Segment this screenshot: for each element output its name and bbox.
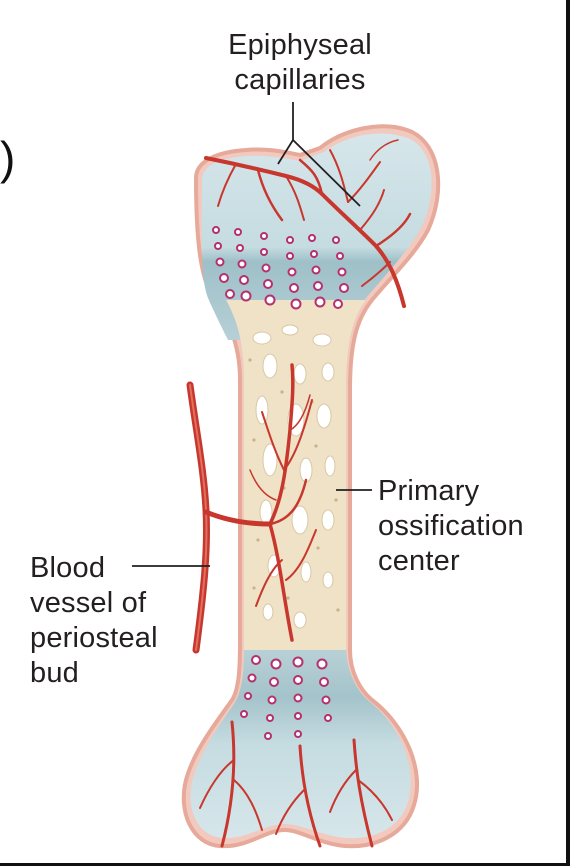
proximal-epiphysis xyxy=(201,133,432,340)
label-blood-line-3: periosteal xyxy=(30,622,158,654)
cartilage-cells-top xyxy=(212,226,349,310)
label-primary-line-3: center xyxy=(378,545,460,577)
frame-border-right xyxy=(566,0,570,866)
leader-lines xyxy=(132,102,372,567)
bone-cavities xyxy=(252,324,336,629)
label-epiphyseal-line-2: capillaries xyxy=(234,64,366,96)
bone-speckles xyxy=(248,358,340,612)
label-primary-ossification-center: Primary ossification center xyxy=(378,474,524,579)
frame-border-bottom xyxy=(0,863,570,866)
epiphyseal-capillaries-top xyxy=(204,139,412,308)
label-blood-line-4: bud xyxy=(30,657,79,689)
cropped-panel-letter-fragment: ) xyxy=(0,132,16,184)
label-blood-line-2: vessel of xyxy=(30,587,147,619)
periosteal-bud-vessels xyxy=(186,363,317,654)
label-primary-line-1: Primary xyxy=(378,475,480,507)
label-epiphyseal-capillaries: Epiphyseal capillaries xyxy=(210,28,390,98)
label-primary-line-2: ossification xyxy=(378,510,524,542)
cartilage-cells-bottom xyxy=(240,655,332,740)
label-epiphyseal-line-1: Epiphyseal xyxy=(228,29,372,61)
label-blood-vessel-of-periosteal-bud: Blood vessel of periosteal bud xyxy=(30,551,158,691)
epiphyseal-capillaries-bottom xyxy=(199,720,393,848)
diaphysis-spongy-bone xyxy=(226,300,366,655)
label-blood-line-1: Blood xyxy=(30,552,106,584)
